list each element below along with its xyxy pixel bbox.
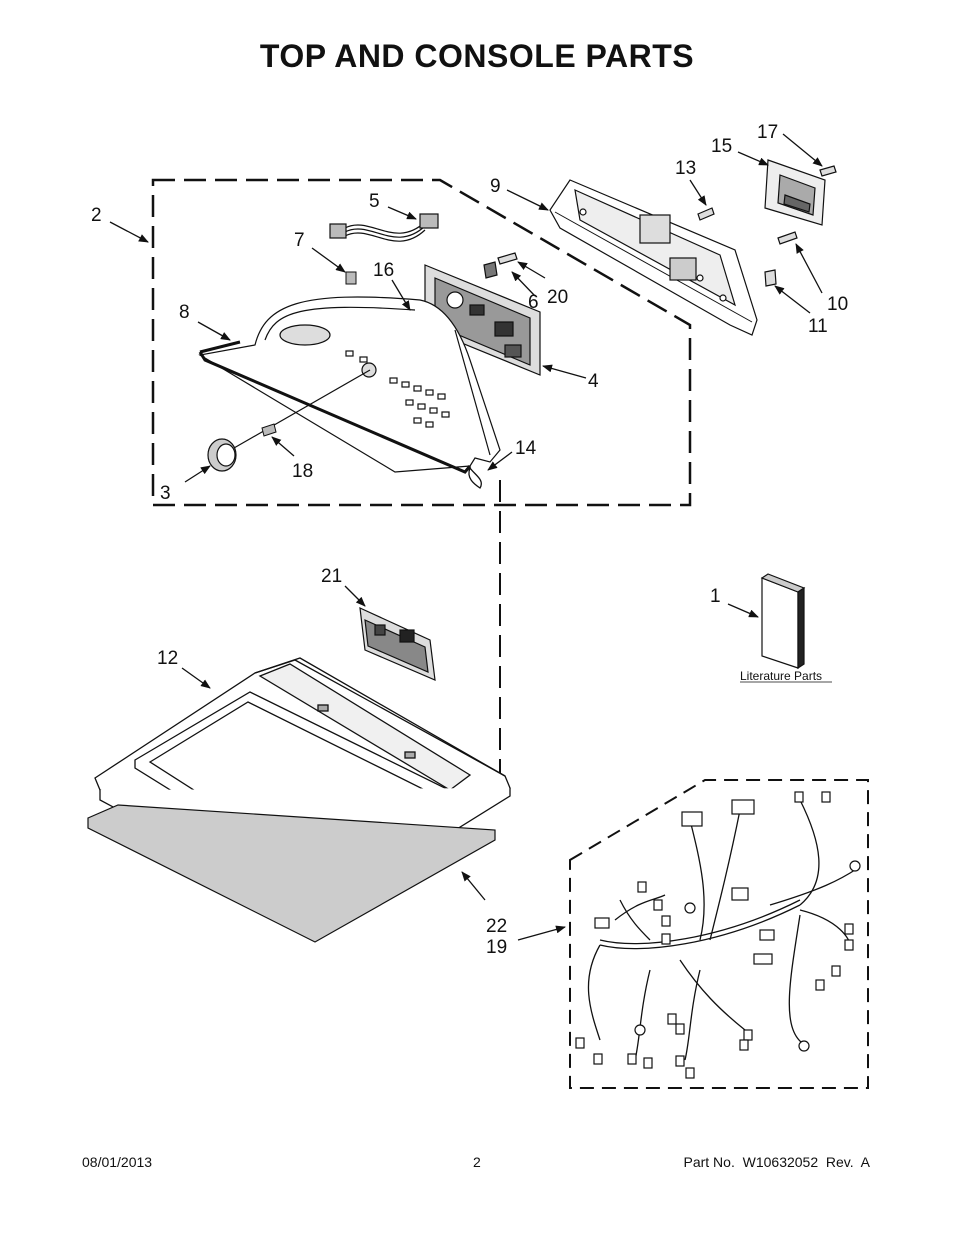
console-housing-part <box>198 296 501 473</box>
harness-connectors <box>575 791 861 1079</box>
callout-15: 15 <box>711 136 732 157</box>
console-backsplash-part <box>549 179 758 336</box>
seal-strip-part <box>198 340 472 474</box>
callout-5: 5 <box>369 191 380 212</box>
leader-arrows <box>109 133 823 941</box>
bracket-plate-part <box>764 159 826 226</box>
callout-17: 17 <box>757 122 778 143</box>
callout-9: 9 <box>490 176 501 197</box>
callout-13: 13 <box>675 158 696 179</box>
callout-12: 12 <box>157 648 178 669</box>
knob-shaft-line <box>233 369 371 449</box>
page-title: TOP AND CONSOLE PARTS <box>259 38 695 74</box>
callout-21: 21 <box>321 566 342 587</box>
shaft-part <box>261 423 277 437</box>
clip-part <box>345 271 357 285</box>
knob-part <box>207 438 237 472</box>
hinge-clip-part <box>468 466 482 489</box>
console-assembly-boundary <box>151 178 692 507</box>
footer-part-number: Part No. W10632052 Rev. A <box>683 1154 870 1170</box>
callout-7: 7 <box>294 230 305 251</box>
callout-2: 2 <box>91 205 102 226</box>
callout-14: 14 <box>515 438 537 459</box>
callout-4: 4 <box>588 371 599 392</box>
literature-parts-label: Literature Parts <box>740 669 822 683</box>
callout-10: 10 <box>827 294 848 315</box>
top-pad-part <box>87 804 496 943</box>
wire-harness-part <box>587 799 859 1061</box>
callout-3: 3 <box>160 483 171 504</box>
callout-19: 19 <box>486 937 507 958</box>
callout-1: 1 <box>710 586 721 607</box>
callout-18: 18 <box>292 461 313 482</box>
callout-6: 6 <box>528 292 539 313</box>
control-module-part <box>359 607 436 681</box>
wire-lead-part <box>329 213 439 242</box>
literature-part <box>760 573 806 670</box>
callout-20: 20 <box>547 287 568 308</box>
footer-page-number: 2 <box>473 1154 481 1170</box>
callout-16: 16 <box>373 260 394 281</box>
wire-harness-boundary <box>569 779 869 1089</box>
footer-date: 08/01/2013 <box>82 1154 153 1170</box>
callout-8: 8 <box>179 302 190 323</box>
callout-22: 22 <box>486 916 507 937</box>
screw-parts <box>483 165 837 287</box>
callout-11: 11 <box>808 316 828 337</box>
